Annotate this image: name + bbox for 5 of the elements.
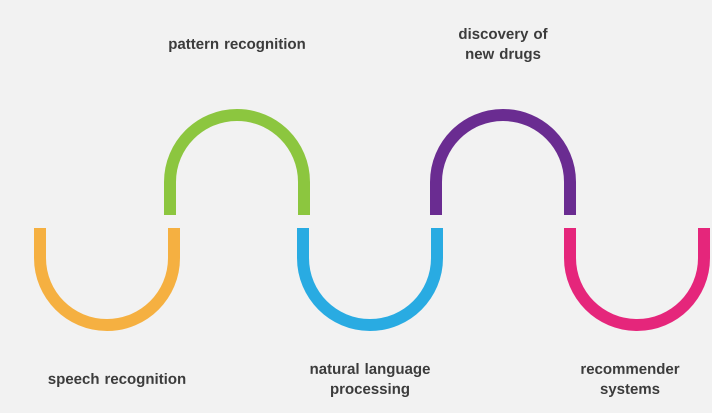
label: natural language processing (310, 362, 430, 398)
label: pattern recognition (169, 38, 305, 52)
label: recommender systems (581, 363, 680, 397)
label: discovery of new drugs (459, 28, 548, 62)
label: speech recognition (48, 372, 186, 388)
